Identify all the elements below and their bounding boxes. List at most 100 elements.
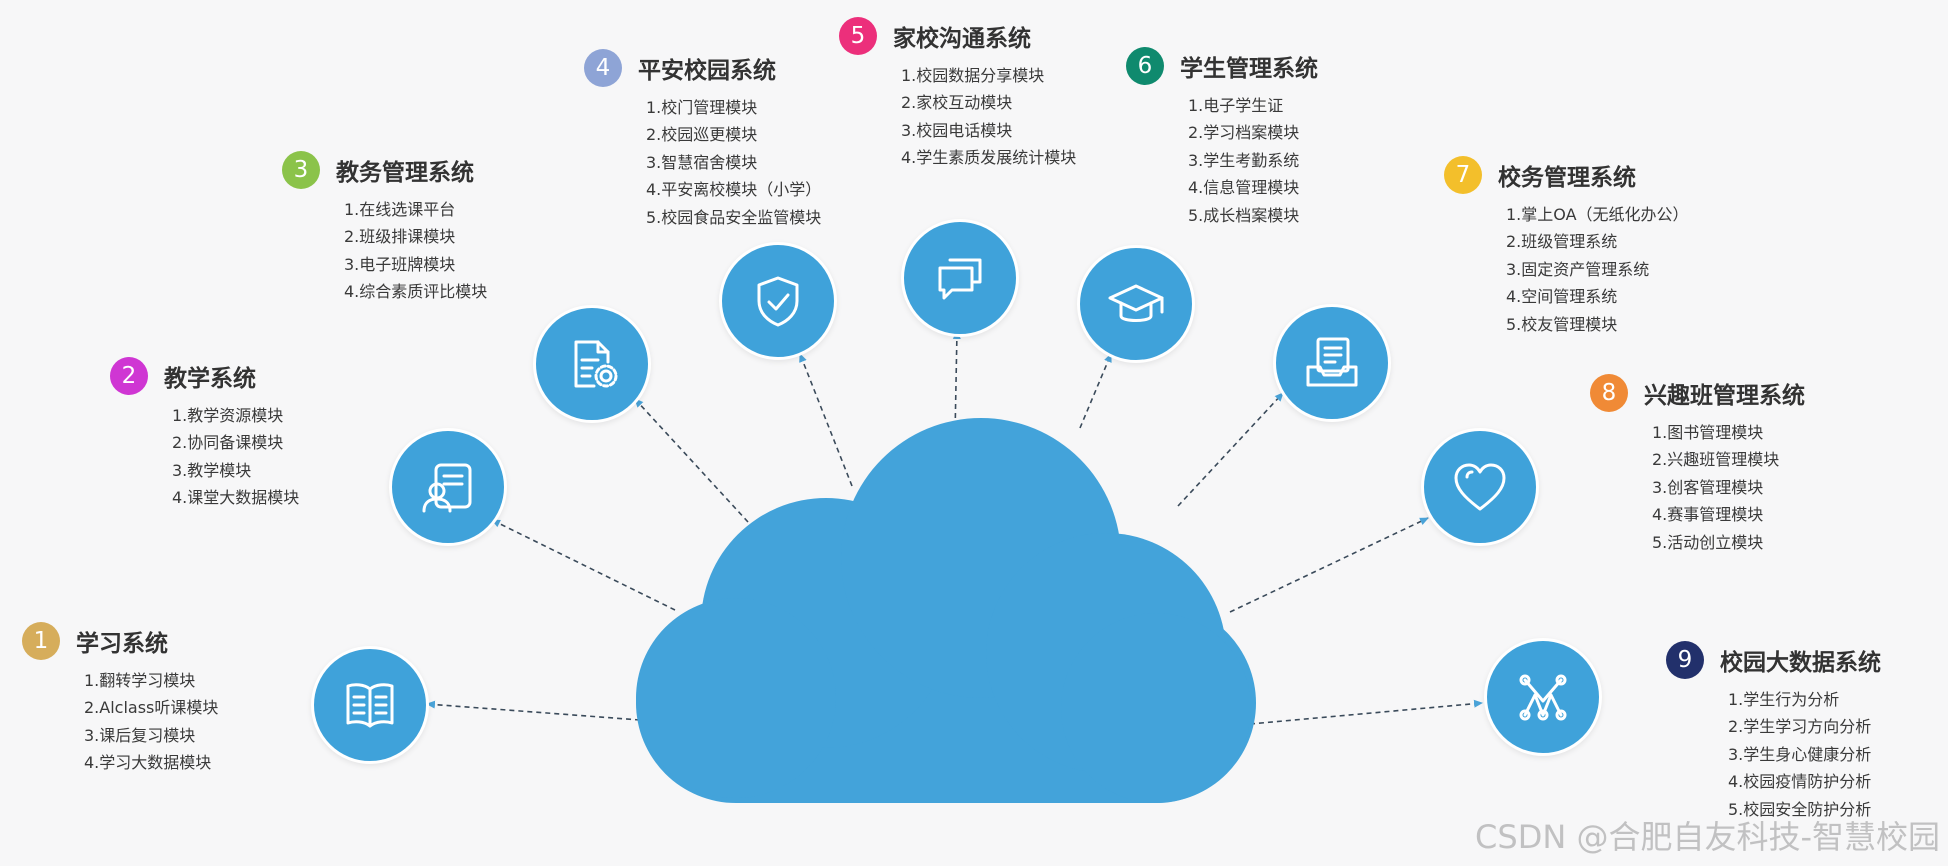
module-5-icon-circle xyxy=(901,219,1019,337)
module-6-item: 4.信息管理模块 xyxy=(1188,178,1300,198)
module-9-header: 9 校园大数据系统 xyxy=(1666,640,1881,680)
module-9-group: 9 校园大数据系统 1.学生行为分析 2.学生学习方向分析 3.学生身心健康分析… xyxy=(1666,640,1881,823)
module-4-item-list: 1.校门管理模块 2.校园巡更模块 3.智慧宿舍模块 4.平安离校模块（小学） … xyxy=(646,94,821,231)
module-3-item: 2.班级排课模块 xyxy=(344,227,456,247)
module-8-group: 8 兴趣班管理系统 1.图书管理模块 2.兴趣班管理模块 3.创客管理模块 4.… xyxy=(1590,373,1805,556)
module-9-item: 1.学生行为分析 xyxy=(1728,690,1840,709)
module-8-item: 1.图书管理模块 xyxy=(1652,423,1764,442)
module-5-item: 2.家校互动模块 xyxy=(901,93,1013,113)
module-7-header: 7 校务管理系统 xyxy=(1444,155,1689,195)
module-3-title: 教务管理系统 xyxy=(336,160,474,186)
connector-arrow-3 xyxy=(634,398,749,523)
module-2-item-list: 1.教学资源模块 2.协同备课模块 3.教学模块 4.课堂大数据模块 xyxy=(172,402,299,512)
module-3-item: 1.在线选课平台 xyxy=(344,200,456,219)
module-9-number-badge: 9 xyxy=(1666,641,1704,679)
connector-arrow-4 xyxy=(799,353,853,487)
module-6-item: 5.成长档案模块 xyxy=(1188,205,1300,225)
module-5-title: 家校沟通系统 xyxy=(893,26,1031,52)
connector-arrow-8 xyxy=(1229,517,1429,613)
module-5-item-list: 1.校园数据分享模块 2.家校互动模块 3.校园电话模块 4.学生素质发展统计模… xyxy=(901,62,1076,172)
module-4-title: 平安校园系统 xyxy=(638,58,776,84)
module-4-header: 4 平安校园系统 xyxy=(584,48,821,88)
module-7-title: 校务管理系统 xyxy=(1498,165,1636,191)
module-3-icon-circle xyxy=(533,305,651,423)
document-tray-icon xyxy=(1306,337,1358,387)
module-8-header: 8 兴趣班管理系统 xyxy=(1590,373,1805,413)
module-6-group: 6 学生管理系统 1.电子学生证 2.学习档案模块 3.学生考勤系统 4.信息管… xyxy=(1126,46,1318,229)
module-2-item: 2.协同备课模块 xyxy=(172,433,284,453)
module-1-group: 1 学习系统 1.翻转学习模块 2.Alclass听课模块 3.课后复习模块 4… xyxy=(22,621,218,777)
module-9-title: 校园大数据系统 xyxy=(1720,650,1881,676)
module-8-item: 5.活动创立模块 xyxy=(1652,532,1764,552)
module-9-item: 3.学生身心健康分析 xyxy=(1728,744,1872,764)
module-6-item: 2.学习档案模块 xyxy=(1188,123,1300,143)
module-6-title: 学生管理系统 xyxy=(1180,56,1318,82)
module-8-title: 兴趣班管理系统 xyxy=(1644,383,1805,409)
module-9-item: 2.学生学习方向分析 xyxy=(1728,717,1872,737)
module-9-item: 4.校园疫情防护分析 xyxy=(1728,772,1872,792)
module-1-title: 学习系统 xyxy=(76,631,168,657)
module-2-number-badge: 2 xyxy=(110,357,148,395)
module-4-item: 2.校园巡更模块 xyxy=(646,125,758,145)
document-gear-icon xyxy=(574,340,618,388)
chat-bubbles-icon xyxy=(938,258,982,300)
connector-arrow-7 xyxy=(1177,392,1284,507)
module-7-icon-circle xyxy=(1273,304,1391,422)
connector-arrow-2 xyxy=(491,519,676,611)
module-5-group: 5 家校沟通系统 1.校园数据分享模块 2.家校互动模块 3.校园电话模块 4.… xyxy=(839,16,1076,172)
module-4-icon-circle xyxy=(719,242,837,360)
module-7-item: 4.空间管理系统 xyxy=(1506,287,1618,307)
module-4-item: 4.平安离校模块（小学） xyxy=(646,180,822,200)
module-4-item: 3.智慧宿舍模块 xyxy=(646,152,758,172)
module-6-item: 3.学生考勤系统 xyxy=(1188,150,1300,170)
module-6-number-badge: 6 xyxy=(1126,47,1164,85)
module-3-item: 3.电子班牌模块 xyxy=(344,254,456,274)
module-6-item-list: 1.电子学生证 2.学习档案模块 3.学生考勤系统 4.信息管理模块 5.成长档… xyxy=(1188,92,1318,229)
module-3-number-badge: 3 xyxy=(282,151,320,189)
module-5-item: 4.学生素质发展统计模块 xyxy=(901,148,1077,168)
open-book-icon xyxy=(346,683,394,728)
module-3-item: 4.综合素质评比模块 xyxy=(344,282,488,302)
module-7-item: 5.校友管理模块 xyxy=(1506,314,1618,334)
module-8-item: 4.赛事管理模块 xyxy=(1652,505,1764,525)
module-2-item: 1.教学资源模块 xyxy=(172,406,284,425)
shield-check-icon xyxy=(757,276,799,327)
module-1-icon-circle xyxy=(311,646,429,764)
cloud-shape xyxy=(636,418,1256,803)
module-2-title: 教学系统 xyxy=(164,366,256,392)
module-7-item: 2.班级管理系统 xyxy=(1506,232,1618,252)
module-7-number-badge: 7 xyxy=(1444,156,1482,194)
module-9-item-list: 1.学生行为分析 2.学生学习方向分析 3.学生身心健康分析 4.校园疫情防护分… xyxy=(1728,686,1881,823)
graduation-cap-icon xyxy=(1108,284,1164,322)
module-1-item: 1.翻转学习模块 xyxy=(84,671,196,690)
module-2-item: 4.课堂大数据模块 xyxy=(172,488,300,508)
module-9-icon-circle xyxy=(1484,638,1602,756)
module-8-item: 2.兴趣班管理模块 xyxy=(1652,450,1780,470)
module-7-group: 7 校务管理系统 1.掌上OA（无纸化办公） 2.班级管理系统 3.固定资产管理… xyxy=(1444,155,1689,338)
module-1-header: 1 学习系统 xyxy=(22,621,218,661)
module-1-number-badge: 1 xyxy=(22,622,60,660)
module-4-item: 1.校门管理模块 xyxy=(646,98,758,117)
module-1-item: 4.学习大数据模块 xyxy=(84,753,212,773)
module-3-item-list: 1.在线选课平台 2.班级排课模块 3.电子班牌模块 4.综合素质评比模块 xyxy=(344,196,487,306)
teacher-board-icon xyxy=(422,463,472,513)
module-5-item: 1.校园数据分享模块 xyxy=(901,66,1045,85)
module-1-item: 3.课后复习模块 xyxy=(84,725,196,745)
heart-icon xyxy=(1454,463,1506,511)
module-8-item: 3.创客管理模块 xyxy=(1652,477,1764,497)
connector-arrow-9 xyxy=(1249,699,1483,725)
module-9-item: 5.校园安全防护分析 xyxy=(1728,799,1872,819)
module-7-item: 1.掌上OA（无纸化办公） xyxy=(1506,205,1689,224)
module-1-item-list: 1.翻转学习模块 2.Alclass听课模块 3.课后复习模块 4.学习大数据模… xyxy=(84,667,218,777)
connector-arrow-1 xyxy=(426,700,641,721)
module-8-number-badge: 8 xyxy=(1590,374,1628,412)
module-6-header: 6 学生管理系统 xyxy=(1126,46,1318,86)
network-nodes-icon xyxy=(1519,674,1567,721)
module-8-icon-circle xyxy=(1421,428,1539,546)
module-3-header: 3 教务管理系统 xyxy=(282,150,487,190)
module-5-header: 5 家校沟通系统 xyxy=(839,16,1076,56)
module-3-group: 3 教务管理系统 1.在线选课平台 2.班级排课模块 3.电子班牌模块 4.综合… xyxy=(282,150,487,306)
module-8-item-list: 1.图书管理模块 2.兴趣班管理模块 3.创客管理模块 4.赛事管理模块 5.活… xyxy=(1652,419,1805,556)
